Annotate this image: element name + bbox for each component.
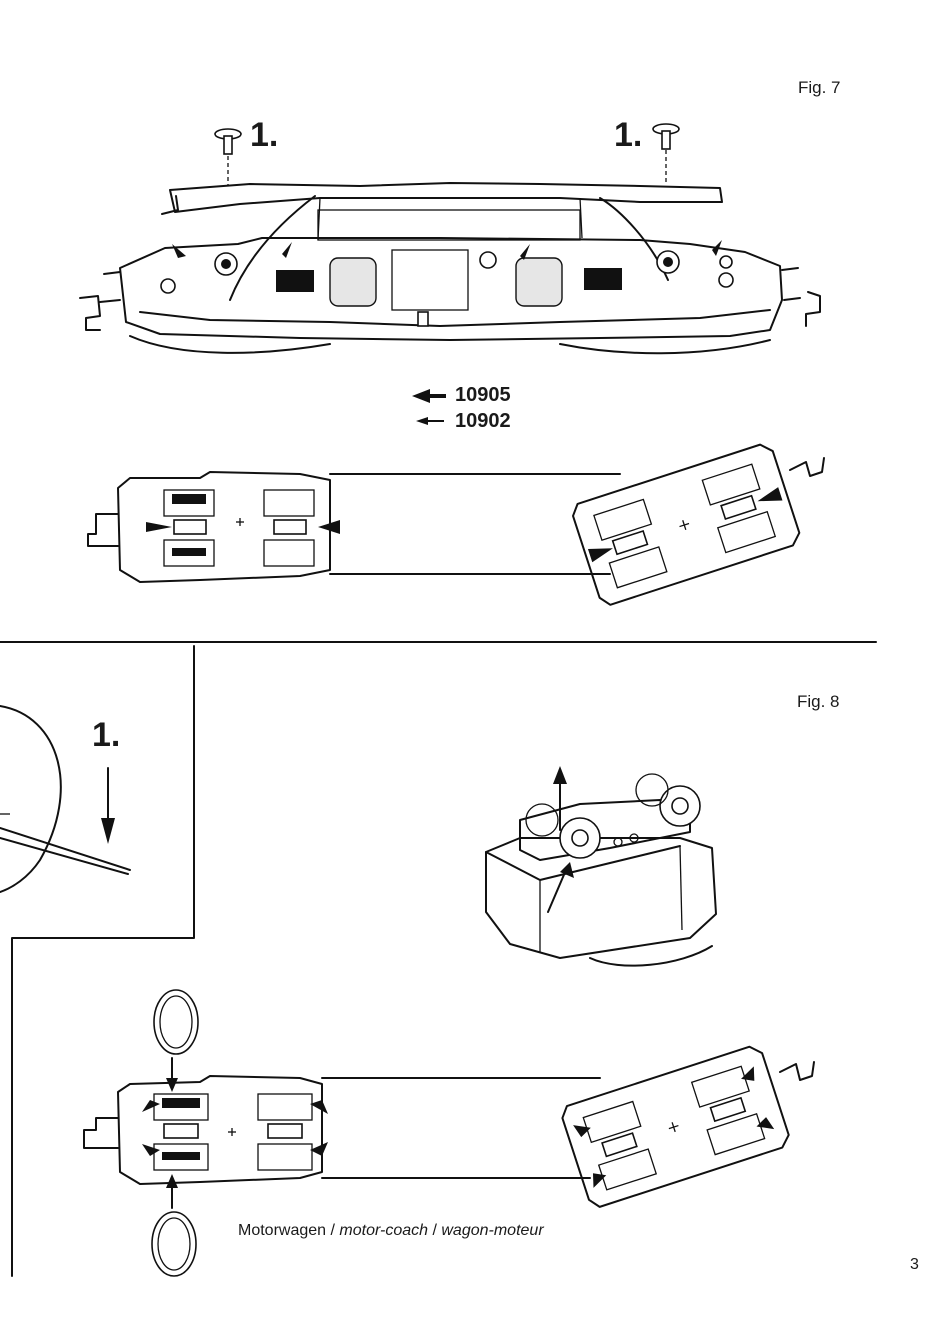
caption-de: Motorwagen / — [238, 1222, 339, 1239]
page-number: 3 — [910, 1256, 919, 1274]
fig7-plan-view — [88, 442, 824, 608]
legend-item-10902: 10902 — [455, 410, 511, 433]
fig8-step: 1. — [92, 716, 120, 755]
fig7-step-right: 1. — [614, 116, 642, 155]
caption-fr: wagon-moteur — [441, 1222, 543, 1239]
fig8-bogie-drawing — [486, 766, 716, 966]
caption-en: motor-coach — [339, 1222, 428, 1239]
fig8-label: Fig. 8 — [797, 692, 840, 712]
caption-sep: / — [428, 1222, 441, 1239]
fig7-step-left: 1. — [250, 116, 278, 155]
fig7-locomotive-drawing — [80, 124, 820, 353]
legend-arrows — [412, 389, 446, 425]
screw-left-icon — [215, 129, 241, 186]
screw-right-icon — [653, 124, 679, 182]
fig7-label: Fig. 7 — [798, 78, 841, 98]
fig8-caption: Motorwagen / motor-coach / wagon-moteur — [238, 1222, 544, 1240]
legend-item-10905: 10905 — [455, 384, 511, 407]
